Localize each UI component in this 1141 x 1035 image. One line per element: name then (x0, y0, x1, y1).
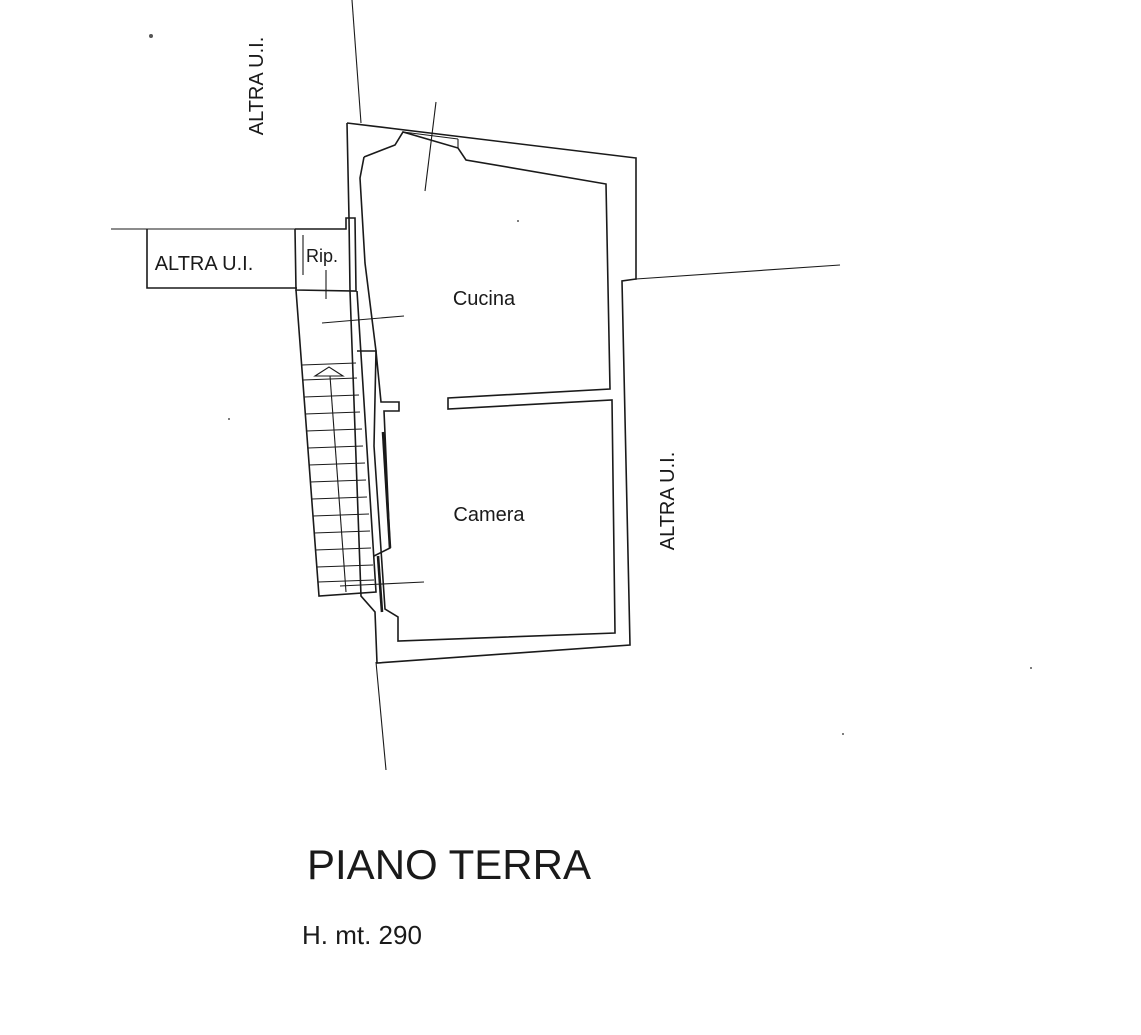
walls (346, 122, 637, 664)
scan-specks (149, 34, 1032, 735)
neighbor-unit-box (146, 229, 297, 289)
kitchen-label: Cucina (453, 288, 516, 310)
top-door-frame (402, 131, 459, 140)
stair-divider (329, 375, 347, 593)
boundary-line-bottom (375, 661, 387, 771)
outer-wall (346, 122, 637, 664)
section-line-bottom (339, 581, 425, 587)
stair-step (316, 564, 374, 568)
property-boundaries (111, 0, 841, 771)
speck (517, 220, 519, 222)
storage-label: Rip. (306, 246, 338, 266)
speck (228, 418, 230, 420)
partition-stub (357, 350, 400, 557)
staircase (295, 289, 377, 597)
bedroom-label: Camera (453, 504, 525, 526)
neighbor-unit-left (146, 229, 297, 289)
section-lines (321, 101, 437, 587)
stair-step (317, 579, 375, 583)
stair-arrow-icon (313, 366, 345, 377)
speck (149, 34, 153, 38)
floor-title: PIANO TERRA (307, 841, 591, 888)
speck (842, 733, 844, 735)
boundary-line-right (635, 264, 841, 280)
top-door-jamb-left (394, 131, 404, 146)
neighbor-label-right: ALTRA U.I. (657, 452, 679, 551)
stair-step (312, 513, 370, 517)
inner-wall (359, 131, 616, 642)
stair-step (301, 362, 357, 366)
neighbor-label-top-left: ALTRA U.I. (246, 37, 268, 136)
stair-outline (295, 289, 377, 597)
ceiling-height-note: H. mt. 290 (302, 920, 422, 950)
boundary-line-top (351, 0, 362, 124)
section-line-top (424, 101, 437, 192)
neighbor-label-left: ALTRA U.I. (155, 253, 254, 275)
speck (1030, 667, 1032, 669)
section-line-mid (321, 315, 405, 324)
